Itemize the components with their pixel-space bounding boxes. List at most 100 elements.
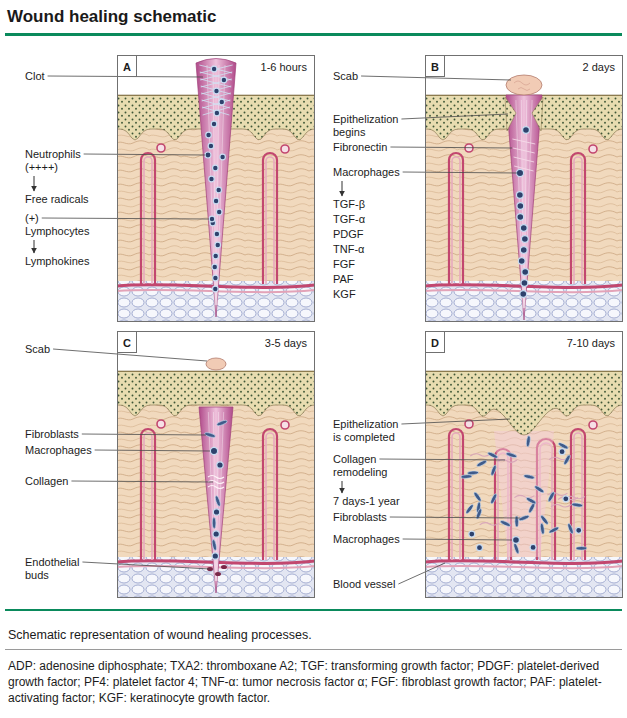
cell — [213, 509, 219, 515]
scar-zone — [494, 431, 554, 557]
callout-label: Collagen remodeling — [333, 453, 393, 479]
leader-line — [403, 172, 517, 173]
time-label: 3-5 days — [265, 337, 307, 350]
caption-rule — [5, 609, 622, 611]
collagen-fiber — [208, 476, 224, 479]
cell — [212, 264, 218, 270]
blood-vessel-loop — [449, 429, 463, 560]
fibroblast — [526, 436, 531, 447]
blood-vessel-loop — [144, 433, 152, 560]
cell — [520, 247, 527, 254]
fibrin-strand — [199, 65, 232, 73]
cell — [217, 462, 223, 468]
endothelial-bud — [215, 572, 221, 576]
callout-label: Scab — [25, 343, 50, 356]
callout-label: Free radicals — [25, 193, 89, 206]
collagen-fiber — [480, 523, 500, 526]
panel-letter-box: A — [118, 56, 137, 77]
cell — [216, 187, 222, 193]
blood-vessel-loop — [574, 157, 582, 284]
callout-label: Endothelial buds — [25, 556, 90, 582]
fibrin-strand — [203, 107, 230, 115]
collagen-fiber — [514, 495, 534, 498]
callout-label: Epithelization begins — [333, 113, 405, 139]
fibroblast — [473, 491, 482, 502]
leader-line — [82, 434, 206, 435]
blood-vessel — [425, 566, 623, 568]
flow-arrow — [342, 481, 343, 493]
cell — [208, 143, 214, 149]
cell — [523, 127, 530, 134]
fibroblast — [500, 520, 512, 528]
cell — [576, 527, 582, 533]
flow-arrow — [34, 176, 35, 191]
fibroblast — [513, 543, 520, 555]
title: Wound healing schematic — [7, 7, 216, 27]
cell — [214, 231, 220, 237]
fibronectin-strand — [512, 139, 535, 144]
leader-line — [390, 517, 520, 518]
leader-line — [95, 450, 210, 451]
epithelial-tongue — [532, 97, 543, 131]
callout-label: TNF-α — [333, 243, 364, 256]
callout-label: Macrophages — [25, 444, 92, 457]
stage-panel: 1-6 hours A — [117, 55, 315, 322]
wound-track — [506, 95, 542, 320]
fibroblast — [216, 419, 228, 426]
fibrin-strand — [201, 86, 231, 94]
leader-line — [403, 539, 512, 540]
cell — [518, 258, 525, 265]
stage-panel: 7-10 daysD — [425, 331, 623, 598]
cell — [215, 242, 221, 248]
cell — [214, 110, 220, 116]
wound-track — [196, 59, 236, 318]
cell — [516, 169, 523, 176]
callout-label: Macrophages — [333, 166, 400, 179]
callout-label: TGF-α — [333, 213, 365, 226]
vessel-section — [281, 421, 289, 429]
cell — [521, 236, 528, 243]
callout-label: Macrophages — [333, 533, 400, 546]
wound-streak — [516, 100, 523, 308]
callout-label: KGF — [333, 288, 356, 301]
vessel-section — [157, 144, 165, 152]
collagen-fiber — [470, 454, 490, 457]
footnote-rule — [5, 649, 622, 650]
leader-line — [71, 481, 213, 482]
fibrin-strand — [200, 65, 233, 73]
blood-vessel-loop — [452, 157, 460, 284]
cell — [220, 154, 226, 160]
cell — [513, 537, 520, 544]
cell — [559, 449, 565, 455]
fat-layer — [425, 557, 623, 598]
fibroblast — [476, 459, 487, 467]
cell — [212, 553, 218, 559]
cell — [520, 291, 527, 298]
time-label: 1-6 hours — [261, 61, 307, 74]
blood-vessel-loop — [266, 157, 274, 284]
caption: Schematic representation of wound healin… — [8, 627, 312, 643]
fibroblast — [211, 539, 217, 550]
collagen-fiber — [551, 504, 571, 507]
scab — [206, 358, 226, 370]
cell — [516, 192, 523, 199]
title-rule — [5, 33, 622, 36]
cell — [209, 216, 215, 222]
callout-label: PAF — [333, 273, 354, 286]
skin-section — [117, 331, 315, 598]
skin-section — [117, 55, 315, 322]
leader-line — [401, 419, 510, 424]
fibroblast — [525, 496, 536, 504]
flow-arrow — [34, 240, 35, 253]
blood-vessel — [425, 561, 623, 564]
endothelial-bud — [221, 565, 227, 569]
stage-panel: 3-5 days C — [117, 331, 315, 598]
cell — [563, 496, 569, 502]
blood-vessel-loop — [263, 429, 277, 560]
cell — [219, 99, 225, 105]
fibroblast — [467, 471, 478, 475]
fibrin-strand — [202, 107, 229, 115]
blood-vessel-loop — [452, 433, 460, 560]
panel-letter: C — [123, 337, 131, 349]
